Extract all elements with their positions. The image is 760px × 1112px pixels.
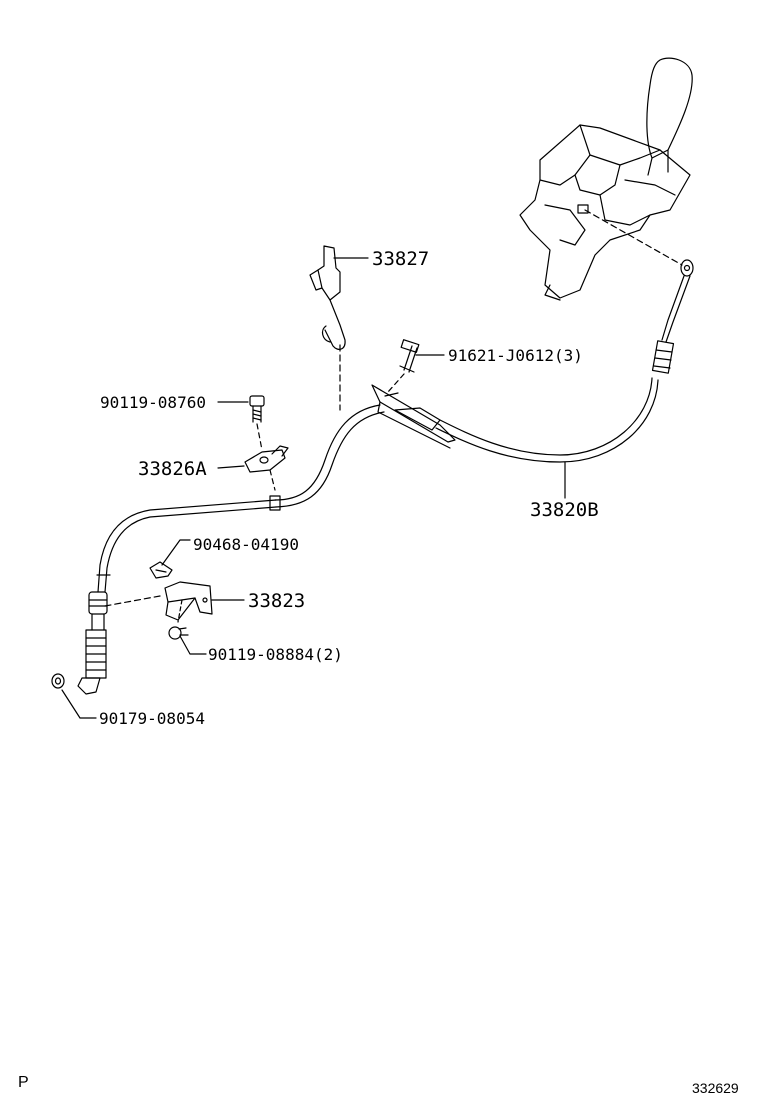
clip-90468-04190 bbox=[149, 561, 173, 579]
leader-lines bbox=[61, 257, 566, 719]
bracket-33823 bbox=[104, 581, 213, 623]
diagram-id: 332629 bbox=[692, 1080, 739, 1096]
cable-lower-end bbox=[77, 591, 108, 695]
cable-bracket-middle bbox=[371, 339, 456, 449]
shift-cable bbox=[96, 377, 659, 593]
shift-lever-assembly bbox=[519, 57, 693, 301]
bracket-33826a bbox=[244, 445, 289, 491]
label-33826a: 33826A bbox=[138, 458, 207, 480]
bushing-90179-08054 bbox=[51, 673, 65, 689]
label-90119-08760: 90119-08760 bbox=[100, 393, 206, 412]
label-33827: 33827 bbox=[372, 248, 429, 270]
page-marker: P bbox=[18, 1074, 29, 1091]
cable-upper-end bbox=[651, 259, 694, 374]
bolt-90119-08760 bbox=[249, 395, 265, 451]
bracket-33827 bbox=[309, 245, 346, 411]
label-91621-j0612: 91621-J0612(3) bbox=[448, 346, 583, 365]
label-33823: 33823 bbox=[248, 590, 305, 612]
label-90468-04190: 90468-04190 bbox=[193, 535, 299, 554]
label-90179-08054: 90179-08054 bbox=[99, 709, 205, 728]
label-90119-08884: 90119-08884(2) bbox=[208, 645, 343, 664]
bolt-90119-08884 bbox=[168, 626, 189, 640]
label-33820b: 33820B bbox=[530, 499, 599, 521]
